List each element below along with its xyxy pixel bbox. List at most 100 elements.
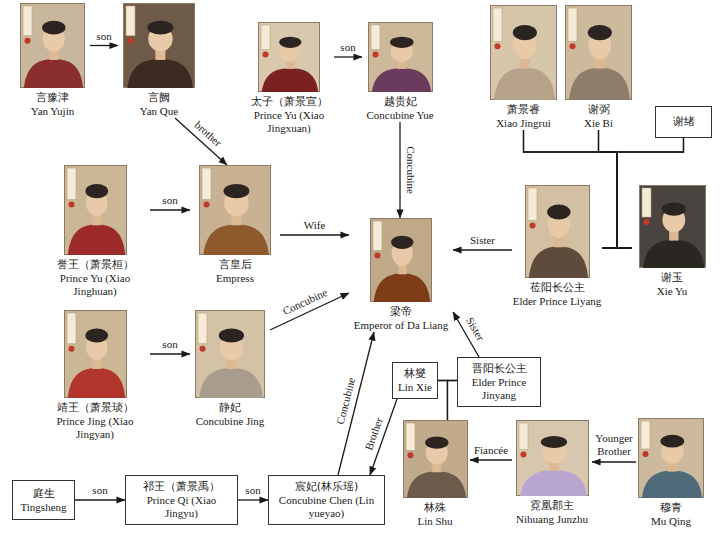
name-zh: 谢弼 (565, 103, 632, 117)
photo-ground (371, 219, 432, 302)
portrait-photo (20, 3, 85, 88)
photo-ground (196, 311, 265, 398)
robe-shape (520, 470, 586, 496)
portrait-photo (195, 310, 265, 398)
seal-mark (204, 202, 210, 208)
name-zh: 静妃 (190, 401, 270, 415)
name-strip (23, 6, 32, 36)
seal-mark (520, 452, 526, 458)
relation-label: Sister (469, 234, 496, 247)
person-card: 誉王（萧景桓）Prince Yu (Xiao Jinghuan) (40, 165, 150, 298)
person-card: 太子（萧景宣）Prince Yu (Xiao Jingxuan) (244, 22, 334, 135)
person-box: 晋阳长公主Elder Prince Jinyang (457, 357, 541, 407)
photo-ground (64, 311, 126, 398)
name-en: Emperor of Da Liang (349, 319, 453, 332)
portrait-photo (490, 5, 557, 100)
hair-shape (547, 205, 570, 220)
hair-shape (390, 37, 413, 48)
name-strip (406, 423, 415, 450)
name-strip (126, 6, 135, 36)
name-strip (642, 188, 651, 217)
name-strip (198, 313, 207, 344)
name-zh: 霓凰郡主 (512, 499, 592, 513)
relation-label: Brother (362, 415, 386, 453)
name-zh: 言皇后 (190, 258, 280, 272)
name-en: Lin Shu (400, 515, 470, 528)
portrait-photo (403, 420, 468, 498)
robe-shape (262, 68, 318, 92)
name-zh: 晋阳长公主 (463, 362, 535, 376)
robe-shape (643, 240, 704, 268)
photo-ground (491, 6, 557, 100)
relation-label: Concubine (404, 145, 417, 195)
hair-shape (540, 436, 566, 448)
name-strip (519, 423, 528, 450)
seal-mark (263, 52, 269, 58)
name-en: Prince Qi (Xiao Jingyu) (131, 494, 232, 520)
photo-ground (403, 421, 467, 498)
name-en: Xie Bi (565, 117, 632, 130)
name-zh: 林燮 (398, 367, 432, 381)
name-en: Lin Xie (398, 381, 432, 394)
relation-connector (599, 130, 633, 248)
relation-connector (438, 381, 448, 421)
photo-ground (516, 421, 588, 496)
name-en: Concubine Jing (190, 415, 270, 428)
person-card: 穆青Mu Qing (636, 418, 706, 528)
name-zh: 言豫津 (15, 91, 90, 105)
name-strip (202, 168, 211, 200)
relation-label: brother (191, 118, 225, 150)
name-zh: 穆青 (636, 501, 706, 515)
name-zh: 言阙 (118, 91, 200, 105)
person-card: 言阙Yan Que (118, 3, 200, 118)
person-card: 言皇后Empress (190, 165, 280, 285)
person-card: 靖王（萧景琰）Prince Jing (Xiao Jingyan) (40, 310, 150, 441)
relation-label: son (339, 41, 356, 54)
person-card: 莅阳长公主Elder Prince Liyang (512, 185, 602, 308)
photo-ground (639, 419, 704, 498)
hair-shape (660, 435, 684, 448)
relation-label: son (95, 29, 112, 42)
name-en: Concubine Yue (362, 109, 438, 122)
name-en: Prince Yu (Xiao Jinghuan) (40, 272, 150, 298)
name-zh: 祁王（萧景禹） (131, 480, 232, 494)
portrait-photo (370, 218, 432, 302)
person-card: 梁帝Emperor of Da Liang (349, 218, 453, 332)
relation-connector (90, 45, 118, 46)
name-en: Prince Jing (Xiao Jingyan) (40, 415, 150, 441)
name-en: Yan Yujin (15, 105, 90, 118)
name-strip (261, 25, 270, 50)
person-box: 宸妃(林乐瑶)Concubine Chen (Lin yueyao) (268, 475, 385, 525)
name-en: Concubine Chen (Lin yueyao) (274, 494, 379, 520)
hair-shape (513, 25, 537, 40)
relation-label: Fiancée (473, 444, 509, 457)
seal-mark (643, 451, 649, 457)
photo-ground (368, 23, 432, 92)
photo-ground (639, 186, 705, 268)
relation-label: Concubine (334, 375, 359, 426)
relation-connector (592, 461, 636, 462)
robe-shape (374, 273, 430, 302)
robe-shape (371, 68, 430, 92)
name-strip (373, 221, 382, 250)
relation-connector (470, 459, 512, 460)
name-strip (641, 421, 650, 449)
person-box: 庭生Tingsheng (12, 480, 75, 520)
portrait-photo (368, 22, 433, 92)
robe-shape (203, 224, 269, 255)
photo-ground (200, 166, 271, 255)
relation-connector (280, 234, 349, 235)
seal-mark (372, 52, 378, 58)
relation-label: Sister (462, 315, 487, 345)
relation-label: son (161, 338, 178, 351)
photo-ground (64, 166, 126, 255)
name-zh: 太子（萧景宣） (244, 95, 334, 109)
hair-shape (391, 236, 413, 249)
person-box: 谢绪 (655, 106, 712, 138)
name-strip (568, 8, 577, 41)
name-zh: 谢绪 (661, 115, 706, 129)
name-en: Prince Yu (Xiao Jingxuan) (244, 109, 334, 135)
photo-ground (566, 6, 632, 100)
